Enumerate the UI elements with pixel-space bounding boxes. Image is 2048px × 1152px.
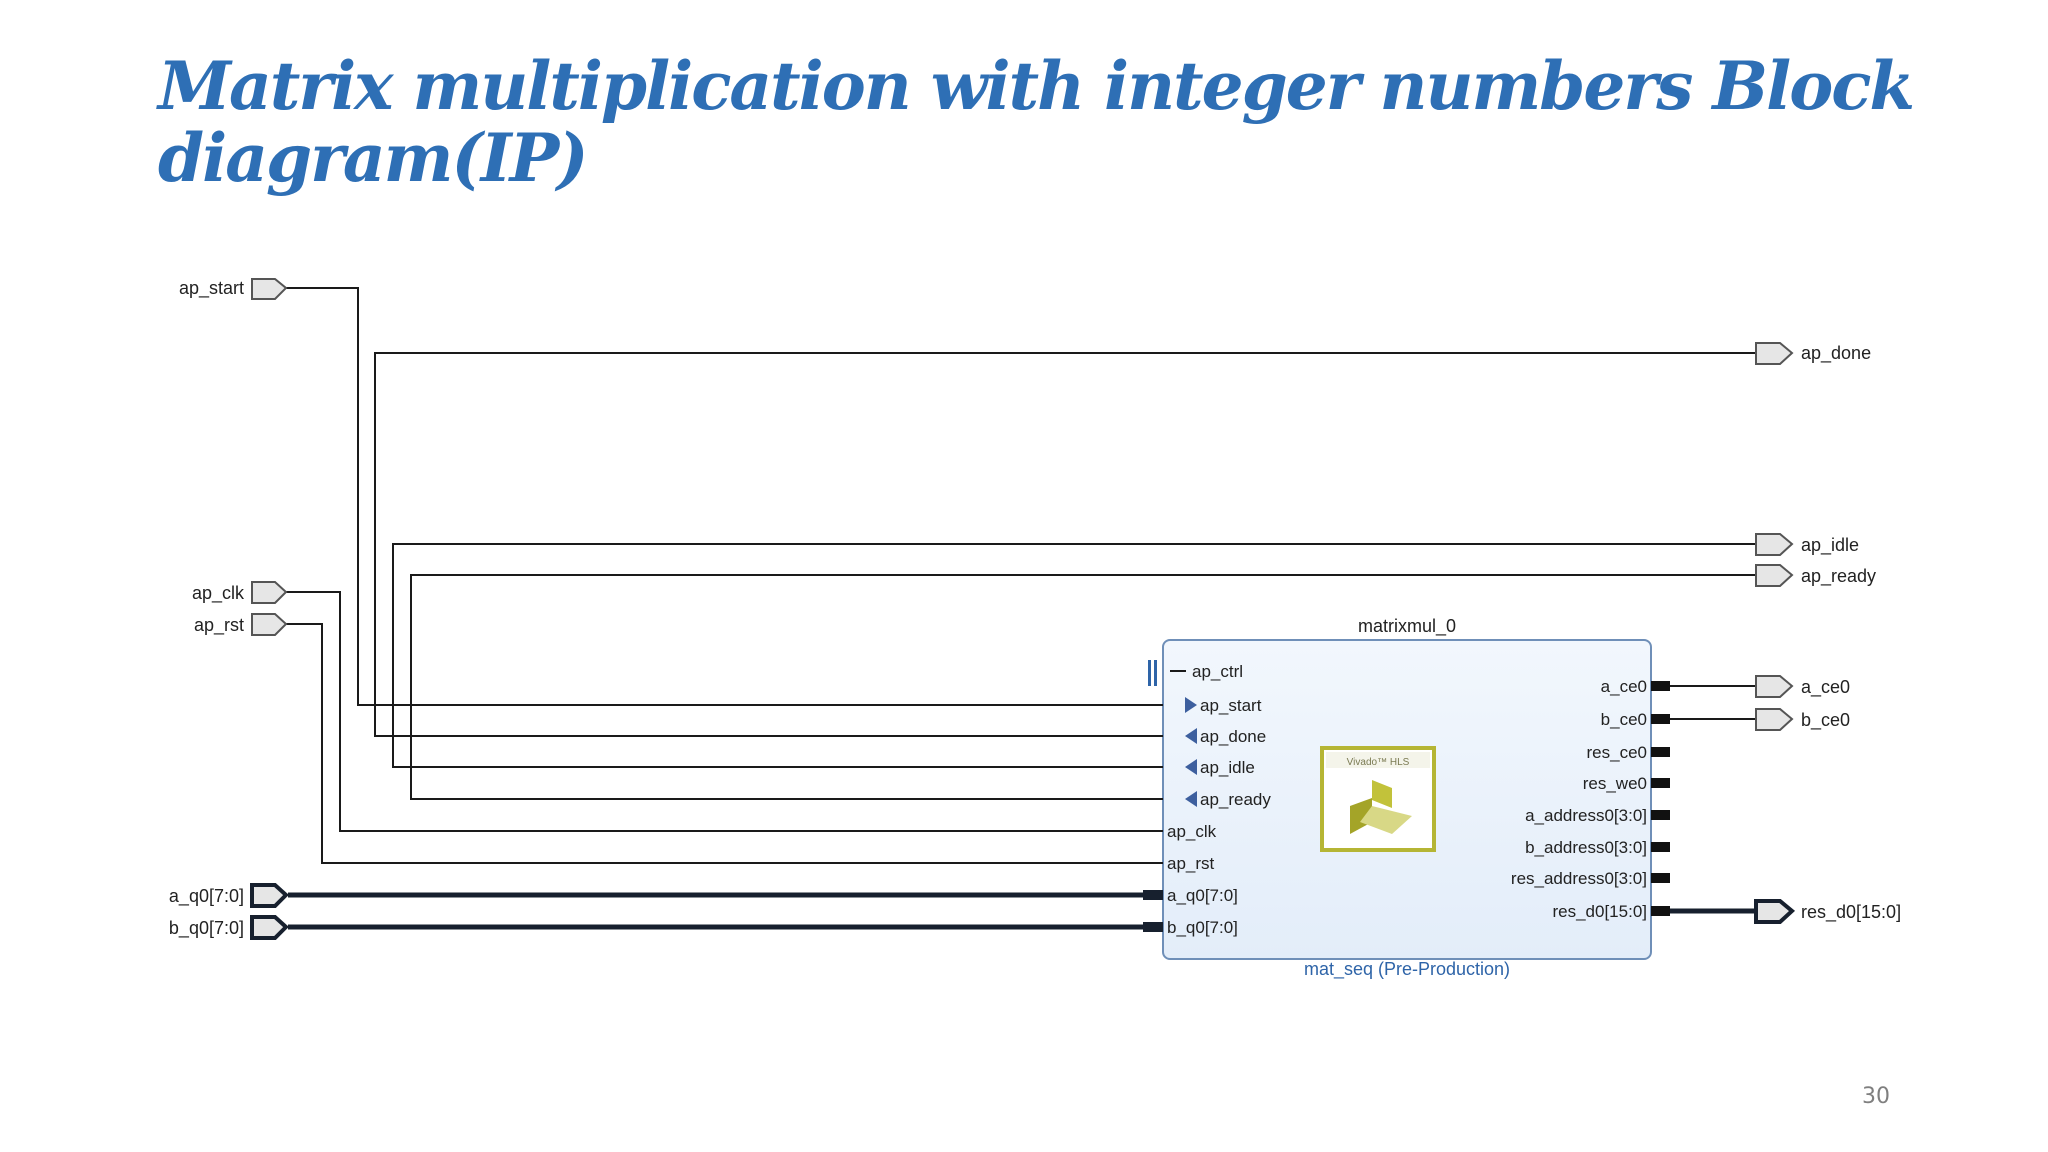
- wires: [286, 287, 1756, 864]
- ip-block-matrixmul[interactable]: matrixmul_0 mat_seq (Pre-Production) ap_…: [1143, 616, 1670, 980]
- output-ports: ap_done ap_idle ap_ready a_ce0 b_ce0 res…: [1754, 342, 1901, 924]
- block-port-res-ce0: res_ce0: [1587, 743, 1647, 762]
- right-port-stubs: [1651, 681, 1670, 916]
- block-port-b-q0: b_q0[7:0]: [1167, 918, 1238, 937]
- stub-b-address0: [1651, 842, 1670, 852]
- stub-b-ce0: [1651, 714, 1670, 724]
- stub-a-address0: [1651, 810, 1670, 820]
- block-port-ap-start: ap_start: [1200, 696, 1262, 715]
- port-ap-start-icon[interactable]: [251, 278, 288, 300]
- port-ap-ready-icon[interactable]: [1755, 564, 1794, 587]
- port-ap-start-label: ap_start: [179, 278, 244, 299]
- wire-ap-rst: [286, 623, 1143, 864]
- slide-title: Matrix multiplication with integer numbe…: [158, 47, 1915, 197]
- left-port-stubs: [1143, 670, 1186, 864]
- stub-b-q0: [1143, 922, 1163, 932]
- block-port-a-q0: a_q0[7:0]: [1167, 886, 1238, 905]
- port-ap-done-icon[interactable]: [1755, 342, 1794, 365]
- block-port-res-address0: res_address0[3:0]: [1511, 869, 1647, 888]
- port-b-q0-icon[interactable]: [250, 915, 289, 940]
- ap-idle-arrow-icon: [1185, 759, 1197, 775]
- stub-a-q0: [1143, 890, 1163, 900]
- block-instance-name: matrixmul_0: [1358, 616, 1456, 637]
- input-ports: ap_start ap_clk ap_rst a_q0[7:0] b_q0[7:…: [169, 278, 289, 940]
- port-ap-ready-label: ap_ready: [1801, 566, 1876, 587]
- port-a-q0-icon[interactable]: [250, 883, 289, 908]
- block-port-ap-idle: ap_idle: [1200, 758, 1255, 777]
- stub-res-ce0: [1651, 747, 1670, 757]
- port-a-ce0-icon[interactable]: [1755, 675, 1794, 698]
- block-port-a-ce0: a_ce0: [1601, 677, 1647, 696]
- ap-ctrl-interface-icon-bar: [1154, 660, 1157, 686]
- block-port-res-we0: res_we0: [1583, 774, 1647, 793]
- wire-ap-idle: [392, 543, 1756, 768]
- ap-start-arrow-icon: [1185, 697, 1197, 713]
- block-port-ap-clk: ap_clk: [1167, 822, 1217, 841]
- port-b-ce0-icon[interactable]: [1755, 708, 1794, 731]
- port-ap-rst-icon[interactable]: [251, 613, 288, 636]
- logo-text: Vivado™ HLS: [1347, 757, 1410, 768]
- wire-ap-clk: [286, 591, 1143, 832]
- page-number: 30: [1862, 1084, 1890, 1109]
- block-port-ap-rst: ap_rst: [1167, 854, 1215, 873]
- port-ap-done-label: ap_done: [1801, 343, 1871, 364]
- ap-ctrl-interface-icon: [1148, 660, 1151, 686]
- wire-ap-ready: [410, 574, 1756, 800]
- block-port-ap-ctrl: ap_ctrl: [1192, 662, 1243, 681]
- port-a-ce0-label: a_ce0: [1801, 677, 1850, 698]
- port-ap-idle-icon[interactable]: [1755, 533, 1794, 556]
- ap-ready-arrow-icon: [1185, 791, 1197, 807]
- stub-a-ce0: [1651, 681, 1670, 691]
- port-b-ce0-label: b_ce0: [1801, 710, 1850, 731]
- block-port-b-ce0: b_ce0: [1601, 710, 1647, 729]
- port-a-q0-label: a_q0[7:0]: [169, 886, 244, 907]
- port-res-d0-icon[interactable]: [1754, 899, 1796, 924]
- port-ap-clk-label: ap_clk: [192, 583, 245, 604]
- vivado-hls-logo-icon: Vivado™ HLS: [1320, 746, 1436, 852]
- port-res-d0-label: res_d0[15:0]: [1801, 902, 1901, 923]
- port-ap-idle-label: ap_idle: [1801, 535, 1859, 556]
- block-port-ap-done: ap_done: [1200, 727, 1266, 746]
- block-port-a-address0: a_address0[3:0]: [1525, 806, 1647, 825]
- wire-ap-start: [286, 287, 1143, 706]
- ap-done-arrow-icon: [1185, 728, 1197, 744]
- wire-ap-done: [374, 352, 1756, 737]
- stub-res-we0: [1651, 778, 1670, 788]
- buses: [288, 892, 1756, 930]
- stub-res-d0: [1651, 906, 1670, 916]
- block-port-ap-ready: ap_ready: [1200, 790, 1271, 809]
- block-port-res-d0: res_d0[15:0]: [1552, 902, 1647, 921]
- block-port-b-address0: b_address0[3:0]: [1525, 838, 1647, 857]
- port-ap-clk-icon[interactable]: [251, 581, 288, 604]
- port-ap-rst-label: ap_rst: [194, 615, 244, 636]
- port-b-q0-label: b_q0[7:0]: [169, 918, 244, 939]
- stub-res-address0: [1651, 873, 1670, 883]
- block-ip-name: mat_seq (Pre-Production): [1304, 959, 1510, 980]
